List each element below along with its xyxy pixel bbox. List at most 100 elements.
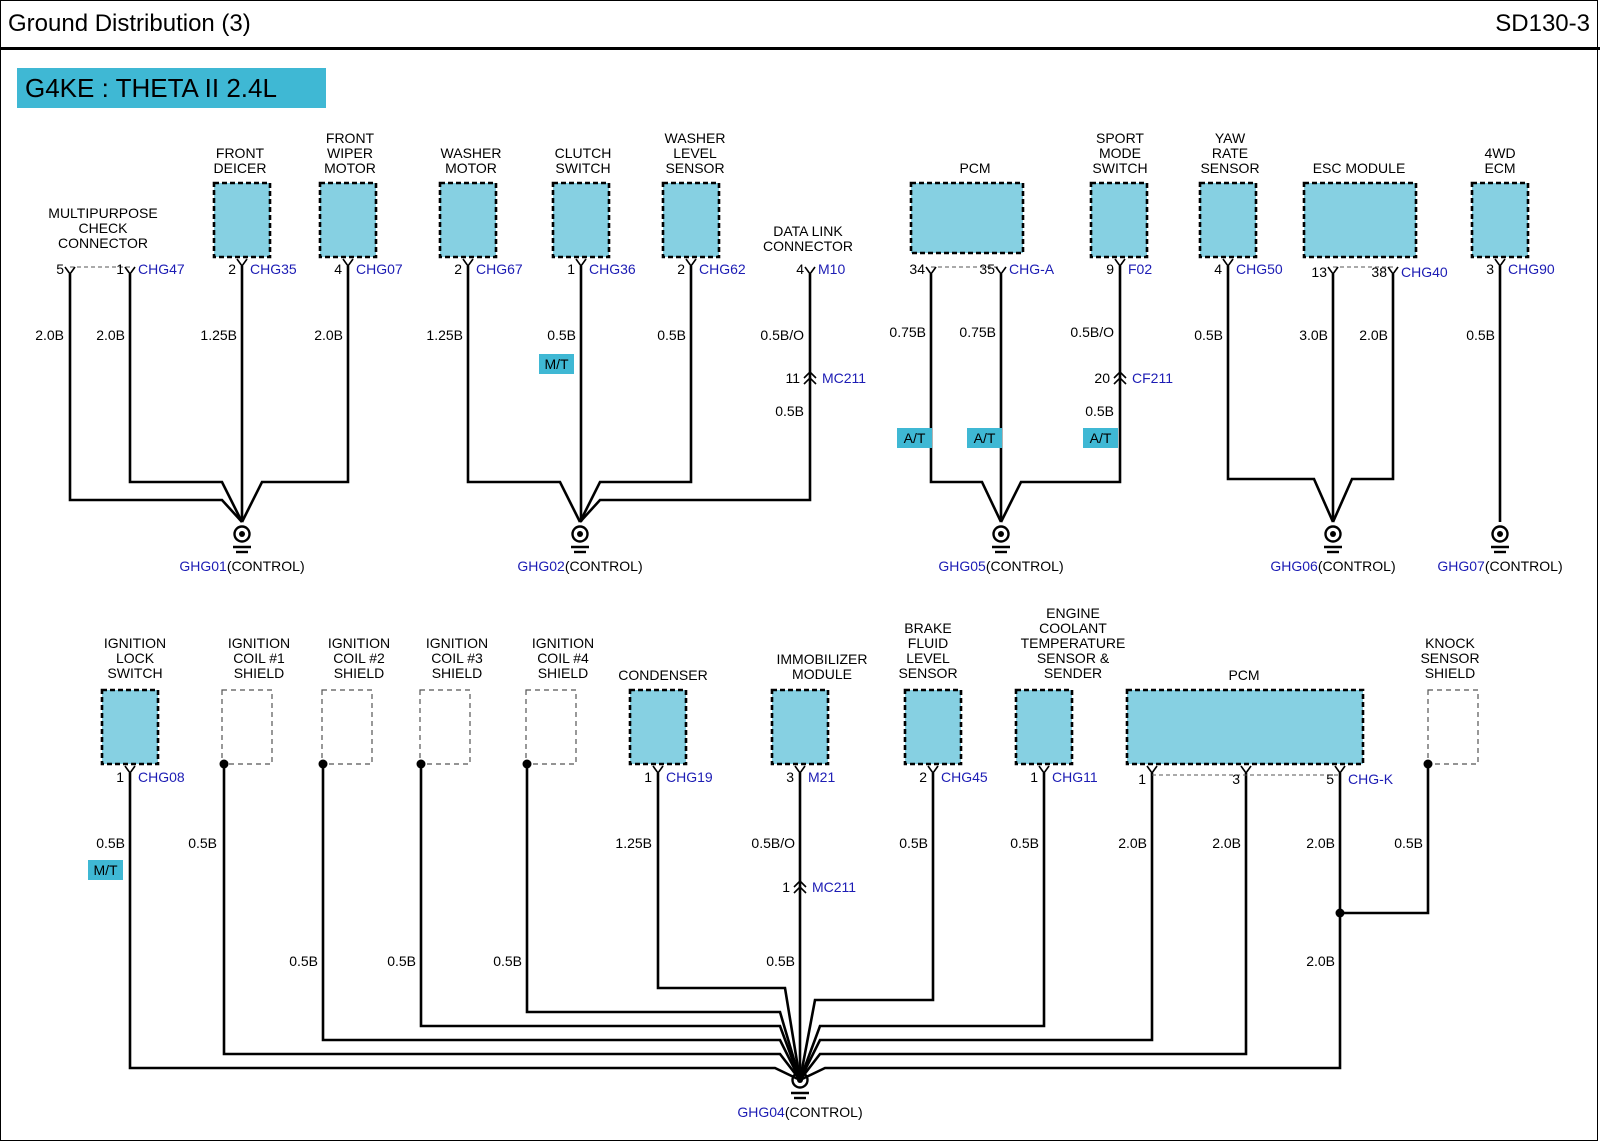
wire xyxy=(799,773,1342,1082)
clutch-switch-box xyxy=(551,181,611,259)
ground-id: GHG07 xyxy=(1437,558,1485,574)
yaw-rate-sensor-label: YAW xyxy=(1215,130,1246,146)
wire xyxy=(798,773,935,1081)
connector-id: CF211 xyxy=(1132,370,1173,386)
pin-terminal xyxy=(1146,765,1158,775)
wire xyxy=(1340,764,1430,915)
ground-symbol xyxy=(571,525,589,543)
front-wiper-motor-label: FRONT xyxy=(326,130,375,146)
sport-mode-switch-label: SPORT xyxy=(1096,130,1144,146)
inline-connector xyxy=(803,370,817,379)
front-deicer-box xyxy=(212,181,272,259)
ground-symbol xyxy=(233,525,251,543)
pin-number: 13 xyxy=(1311,264,1327,280)
connector-id: CHG35 xyxy=(250,261,297,277)
condenser-box xyxy=(628,688,688,766)
wire-gauge: 2.0B xyxy=(96,327,125,343)
wire-gauge: 2.0B xyxy=(1306,953,1335,969)
pin-number: 2 xyxy=(677,261,685,277)
connector-id: CHG40 xyxy=(1401,264,1448,280)
connector-id: M21 xyxy=(808,769,835,785)
splice-dot xyxy=(522,759,532,769)
front-deicer-label: FRONT xyxy=(216,145,265,161)
pin-number: 4 xyxy=(334,261,342,277)
connector-id: M10 xyxy=(818,261,845,277)
wire-gauge: 0.5B xyxy=(547,327,576,343)
wire-gauge: 1.25B xyxy=(426,327,463,343)
ground-symbol xyxy=(1491,525,1509,543)
condenser-label: CONDENSER xyxy=(618,667,707,683)
ground-symbol xyxy=(1330,531,1336,537)
wire xyxy=(579,274,812,523)
ignition-coil3-shield-label: COIL #3 xyxy=(431,650,483,666)
pin-number: 1 xyxy=(116,261,124,277)
wire-gauge: 0.5B xyxy=(96,835,125,851)
multipurpose-check-connector-label: CONNECTOR xyxy=(58,235,148,251)
pin-terminal xyxy=(804,266,816,276)
esc-module-label: ESC MODULE xyxy=(1313,160,1406,176)
coolant-temp-sensor-label: SENDER xyxy=(1044,665,1102,681)
washer-level-box xyxy=(661,181,721,259)
pcm-lower-label: PCM xyxy=(1228,667,1259,683)
wire-gauge: 0.5B xyxy=(387,953,416,969)
inline-connector xyxy=(803,376,817,385)
pcm-upper-box xyxy=(909,181,1025,255)
pin-number: 2 xyxy=(919,769,927,785)
yaw-rate-sensor-label: SENSOR xyxy=(1200,160,1259,176)
ignition-coil1-shield-label: SHIELD xyxy=(234,665,285,681)
wire-gauge: 0.5B xyxy=(289,953,318,969)
front-deicer-label: DEICER xyxy=(214,160,267,176)
connector-id: CHG-K xyxy=(1348,771,1394,787)
ecm-4wd-box xyxy=(1470,181,1530,259)
knock-sensor-shield-label: SENSOR xyxy=(1420,650,1479,666)
ground-symbol xyxy=(239,531,245,537)
pin-terminal xyxy=(124,765,136,775)
at-badge-text: A/T xyxy=(974,430,996,446)
yaw-rate-box xyxy=(1198,181,1258,259)
at-badge-text: A/T xyxy=(1090,430,1112,446)
pin-terminal xyxy=(1114,258,1126,268)
wire xyxy=(798,773,1248,1081)
pin-number: 2 xyxy=(454,261,462,277)
connector-id: CHG-A xyxy=(1009,261,1055,277)
wire-gauge: 2.0B xyxy=(1359,327,1388,343)
wire xyxy=(798,773,1046,1081)
multipurpose-check-connector-label: MULTIPURPOSE xyxy=(48,205,157,221)
pin-number: 1 xyxy=(1030,769,1038,785)
wire xyxy=(1331,274,1395,523)
ignition-coil4-shield-label: SHIELD xyxy=(538,665,589,681)
wire-gauge: 0.5B xyxy=(899,835,928,851)
brake-fluid-sensor-label: BRAKE xyxy=(904,620,951,636)
clutch-switch-label: SWITCH xyxy=(555,160,610,176)
inline-connector xyxy=(1113,370,1127,379)
pin-terminal xyxy=(64,266,76,276)
ignition-lock-switch-label: SWITCH xyxy=(107,665,162,681)
ground-suffix: (CONTROL) xyxy=(227,558,305,574)
at-badge xyxy=(897,428,932,448)
wire-gauge: 1.25B xyxy=(615,835,652,851)
ignition-lock-switch-label: LOCK xyxy=(116,650,155,666)
wire-gauge: 0.5B xyxy=(1010,835,1039,851)
connector-id: CHG11 xyxy=(1052,769,1098,785)
pcm-upper-label: PCM xyxy=(959,160,990,176)
knock-shield-box xyxy=(1427,689,1479,765)
ignition-coil2-shield-label: COIL #2 xyxy=(333,650,385,666)
front-wiper-motor-label: WIPER xyxy=(327,145,373,161)
sport-mode-switch-label: SWITCH xyxy=(1092,160,1147,176)
front-wiper-motor-label: MOTOR xyxy=(324,160,376,176)
wire-gauge: 0.5B/O xyxy=(1070,324,1114,340)
ground-id: GHG06 xyxy=(1270,558,1318,574)
ecm-4wd-label: 4WD xyxy=(1484,145,1515,161)
ground-suffix: (CONTROL) xyxy=(1485,558,1563,574)
ignition-coil1-shield-label: COIL #1 xyxy=(233,650,285,666)
inline-connector xyxy=(793,879,807,888)
connector-id: CHG07 xyxy=(356,261,403,277)
wire-gauge: 0.5B xyxy=(657,327,686,343)
ground-symbol xyxy=(577,531,583,537)
connector-id: CHG50 xyxy=(1236,261,1283,277)
ecm-4wd-label: ECM xyxy=(1484,160,1515,176)
connector-id: CHG45 xyxy=(941,769,988,785)
ignition-coil3-shield-label: SHIELD xyxy=(432,665,483,681)
pin-number: 3 xyxy=(786,769,794,785)
